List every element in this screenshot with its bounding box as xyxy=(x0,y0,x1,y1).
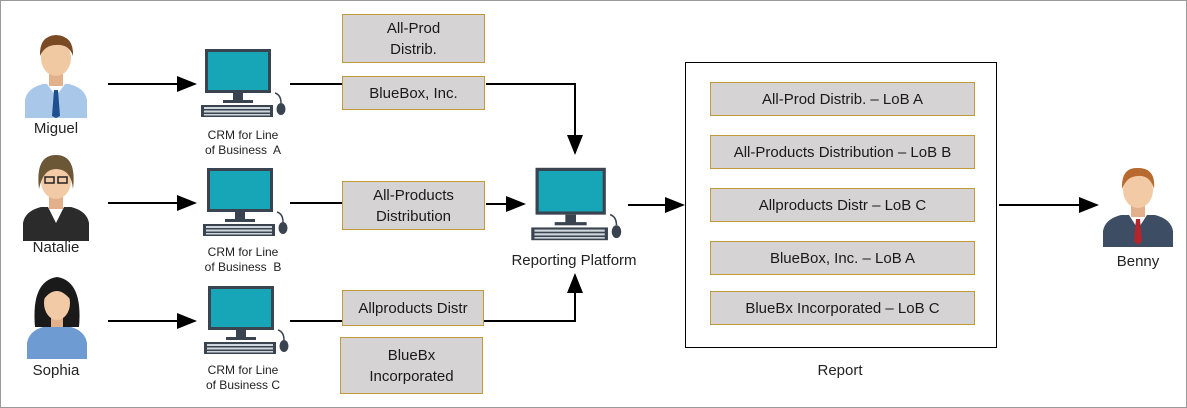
report-label: Report xyxy=(817,362,863,379)
report-row: Allproducts Distr – LoB C xyxy=(710,188,975,222)
record-line1: Allproducts Distr xyxy=(358,299,468,317)
crm-label-lob-c: CRM for Line of Business C xyxy=(191,363,295,393)
arrow-bluebox-to-platform xyxy=(486,83,583,155)
crm-label-line1: CRM for Line xyxy=(207,363,279,377)
record-line2: Distribution xyxy=(375,207,451,225)
crm-label-lob-b: CRM for Line of Business B xyxy=(191,245,295,275)
record-line1: All-Products xyxy=(373,186,454,204)
desktop-computer-icon xyxy=(201,49,286,117)
crm-label-line1: CRM for Line xyxy=(207,128,279,142)
source-record-box: BlueBx Incorporated xyxy=(340,337,483,394)
crm-label-line2: of Business B xyxy=(204,260,282,274)
record-line2: Distrib. xyxy=(390,40,437,58)
person-icon xyxy=(1103,167,1173,247)
arrow-allproductsdistr-to-platform xyxy=(484,273,583,322)
record-line1: All-Prod xyxy=(386,19,441,37)
report-row: BlueBx Incorporated – LoB C xyxy=(710,291,975,325)
crm-label-line2: of Business C xyxy=(205,378,281,392)
reporting-platform-label: Reporting Platform xyxy=(511,252,637,269)
source-record-box: BlueBox, Inc. xyxy=(342,76,485,110)
desktop-computer-icon xyxy=(203,168,288,236)
person-name-sophia: Sophia xyxy=(32,362,80,379)
person-name-natalie: Natalie xyxy=(32,239,80,256)
source-record-box: Allproducts Distr xyxy=(342,290,484,326)
desktop-computer-icon xyxy=(204,286,289,354)
report-row: BlueBox, Inc. – LoB A xyxy=(710,241,975,275)
person-icon xyxy=(25,35,87,118)
record-line1: BlueBx xyxy=(387,346,436,364)
report-row: All-Prod Distrib. – LoB A xyxy=(710,82,975,116)
record-line2: Incorporated xyxy=(369,367,454,385)
record-line1: BlueBox, Inc. xyxy=(369,84,458,102)
person-name-benny: Benny xyxy=(1116,253,1160,270)
source-record-box: All-Products Distribution xyxy=(342,181,485,230)
desktop-computer-icon xyxy=(531,167,622,241)
crm-label-line1: CRM for Line xyxy=(207,245,279,259)
report-row: All-Products Distribution – LoB B xyxy=(710,135,975,169)
person-name-miguel: Miguel xyxy=(33,120,79,137)
person-icon xyxy=(27,277,87,359)
source-record-box: All-Prod Distrib. xyxy=(342,14,485,63)
crm-label-lob-a: CRM for Line of Business A xyxy=(191,128,295,158)
crm-label-line2: of Business A xyxy=(204,143,282,157)
person-icon xyxy=(23,155,89,241)
